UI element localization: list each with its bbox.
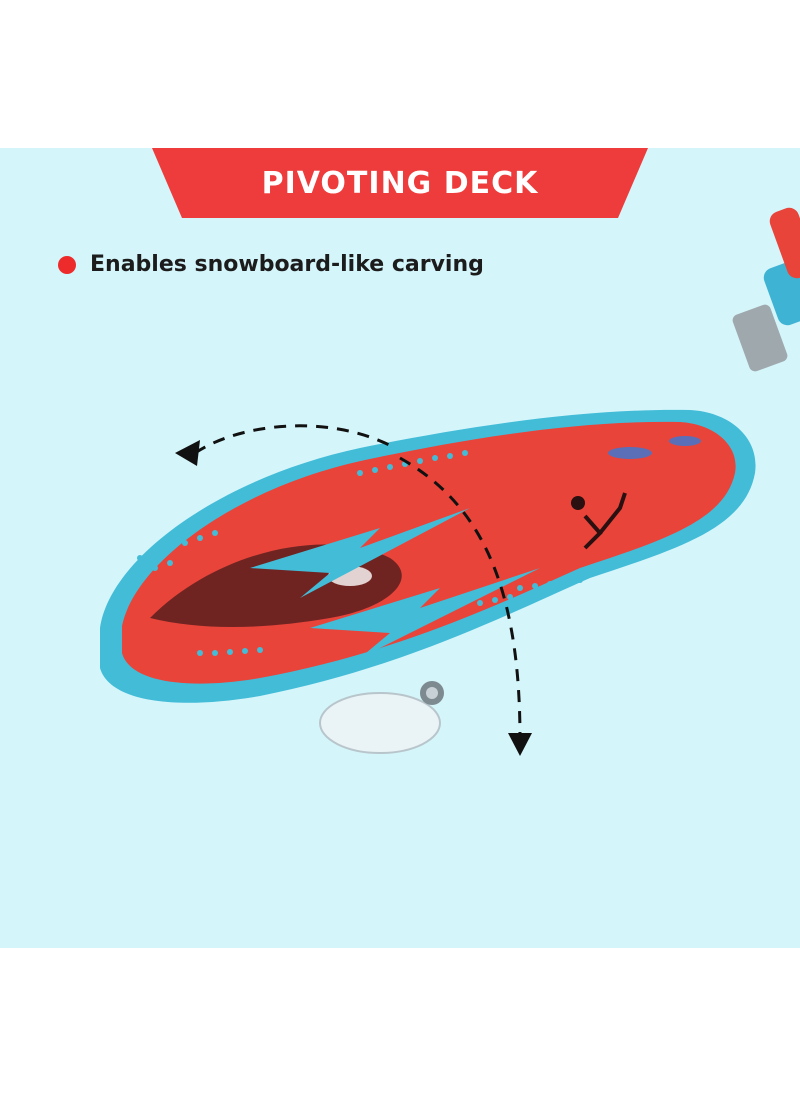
- banner-title: PIVOTING DECK: [261, 165, 539, 201]
- lightning-graphics: [250, 508, 540, 658]
- title-banner: PIVOTING DECK: [152, 148, 648, 218]
- feature-bullet: Enables snowboard-like carving: [58, 252, 484, 277]
- banner-shape: [152, 148, 648, 218]
- feature-text: Enables snowboard-like carving: [90, 252, 484, 277]
- grip-dots: [137, 450, 583, 656]
- pole: [732, 207, 800, 372]
- product-panel: PIVOTING DECK Enables snowboard-like car…: [0, 148, 800, 948]
- skateboard-illustration: [100, 207, 800, 756]
- rider-icon: [571, 492, 627, 550]
- wheel: [319, 681, 444, 754]
- fish-graphics: [608, 436, 701, 459]
- curved-arrow-left-icon: [175, 424, 396, 466]
- bullet-dot-icon: [58, 255, 76, 274]
- curved-arrow-down-icon: [399, 456, 532, 756]
